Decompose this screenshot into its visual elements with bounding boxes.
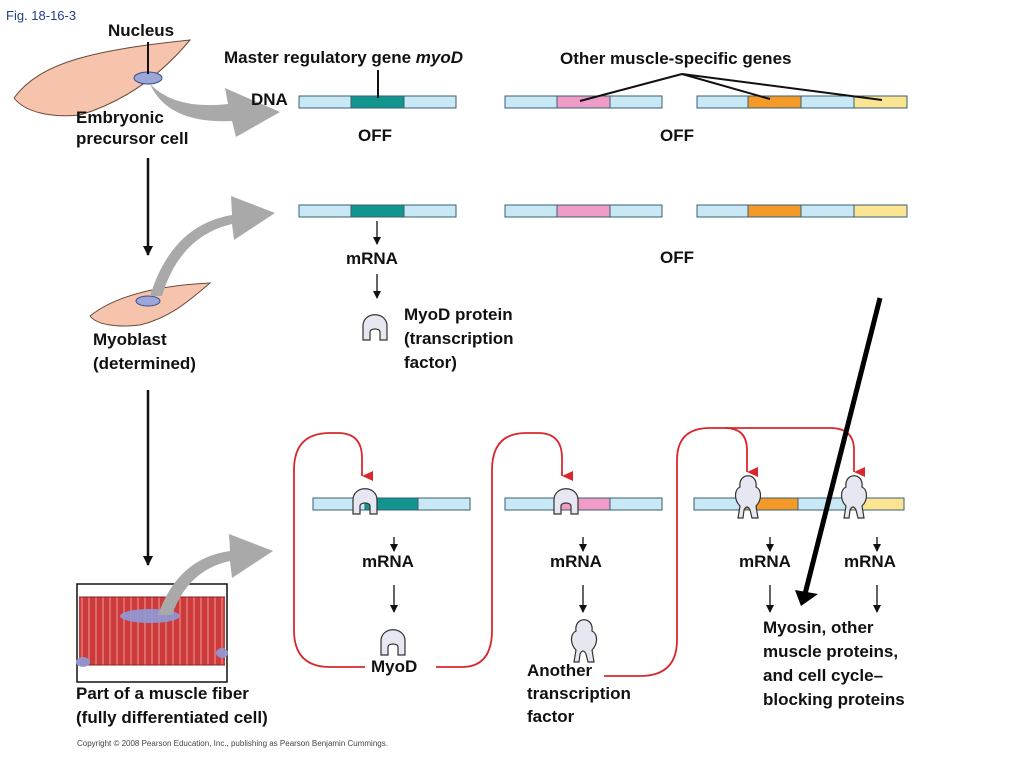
myoblast-nucleus-icon — [135, 295, 161, 307]
myod-label: MyoD — [371, 657, 418, 676]
embryonic-cell — [13, 39, 192, 117]
mrna-label-row3c: mRNA — [739, 552, 791, 571]
dna-segment-pink — [504, 95, 663, 109]
gray-arrow-3 — [158, 534, 273, 615]
bound-dimer-protein-icon — [734, 475, 762, 519]
another-tf-icon — [570, 619, 598, 663]
other-gene-pointer-yellow — [681, 73, 883, 101]
master-gene-label: Master regulatory gene myoD — [224, 48, 463, 68]
bound-myod-protein-icon-2 — [553, 488, 579, 515]
mrna-label-row3a: mRNA — [362, 552, 414, 571]
dna-row1 — [298, 95, 908, 109]
muscle-fiber-label: Part of a muscle fiber (fully differenti… — [76, 684, 268, 727]
embryonic-cell-label: Embryonic precursor cell — [76, 108, 189, 148]
red-loop-tf-to-muscle-genes — [604, 427, 865, 677]
dna-row2 — [298, 204, 908, 218]
red-loop-myod — [293, 432, 373, 668]
dna-segment-myod — [298, 95, 457, 109]
myod-product-icon — [380, 629, 406, 656]
annotation-arrow-head — [795, 590, 818, 606]
gray-arrow-2 — [150, 196, 275, 296]
fiber-nucleus-icon-2 — [76, 657, 90, 667]
bound-dimer-protein-icon-2 — [840, 475, 868, 519]
off-label-myod: OFF — [358, 126, 392, 145]
off-label-row2: OFF — [660, 248, 694, 267]
master-gene-prefix: Master regulatory gene — [224, 48, 416, 67]
mrna-label-row2: mRNA — [346, 249, 398, 268]
other-gene-pointer-pink — [579, 73, 683, 102]
final-products-label: Myosin, other muscle proteins, and cell … — [763, 618, 905, 709]
other-genes-label: Other muscle-specific genes — [560, 49, 792, 68]
dna-row3 — [312, 497, 905, 511]
mrna-label-row3b: mRNA — [550, 552, 602, 571]
nucleus-label: Nucleus — [108, 21, 175, 40]
myod-protein-label: MyoD protein (transcription factor) — [404, 305, 514, 372]
myod-gene-name: myoD — [415, 48, 464, 67]
red-loop-myod-to-tf — [436, 432, 573, 668]
dna-segment-orange-yellow — [696, 95, 908, 109]
red-branch-to-orange — [724, 427, 758, 477]
gray-arrow-1 — [150, 84, 280, 137]
figure-label: Fig. 18-16-3 — [6, 8, 77, 23]
myoblast-cell — [89, 282, 212, 327]
off-label-other: OFF — [660, 126, 694, 145]
annotation-arrow — [802, 297, 883, 595]
myod-protein-icon — [362, 314, 388, 341]
myoblast-label: Myoblast (determined) — [93, 330, 196, 373]
muscle-fiber — [76, 583, 228, 683]
mrna-label-row3d: mRNA — [844, 552, 896, 571]
fiber-nucleus-icon-3 — [216, 648, 228, 658]
another-tf-label: Another transcription factor — [527, 661, 631, 726]
other-gene-pointer-orange — [681, 73, 771, 100]
dna-label: DNA — [251, 90, 288, 109]
copyright-text: Copyright © 2008 Pearson Education, Inc.… — [77, 739, 388, 748]
bound-myod-protein-icon — [352, 488, 378, 515]
